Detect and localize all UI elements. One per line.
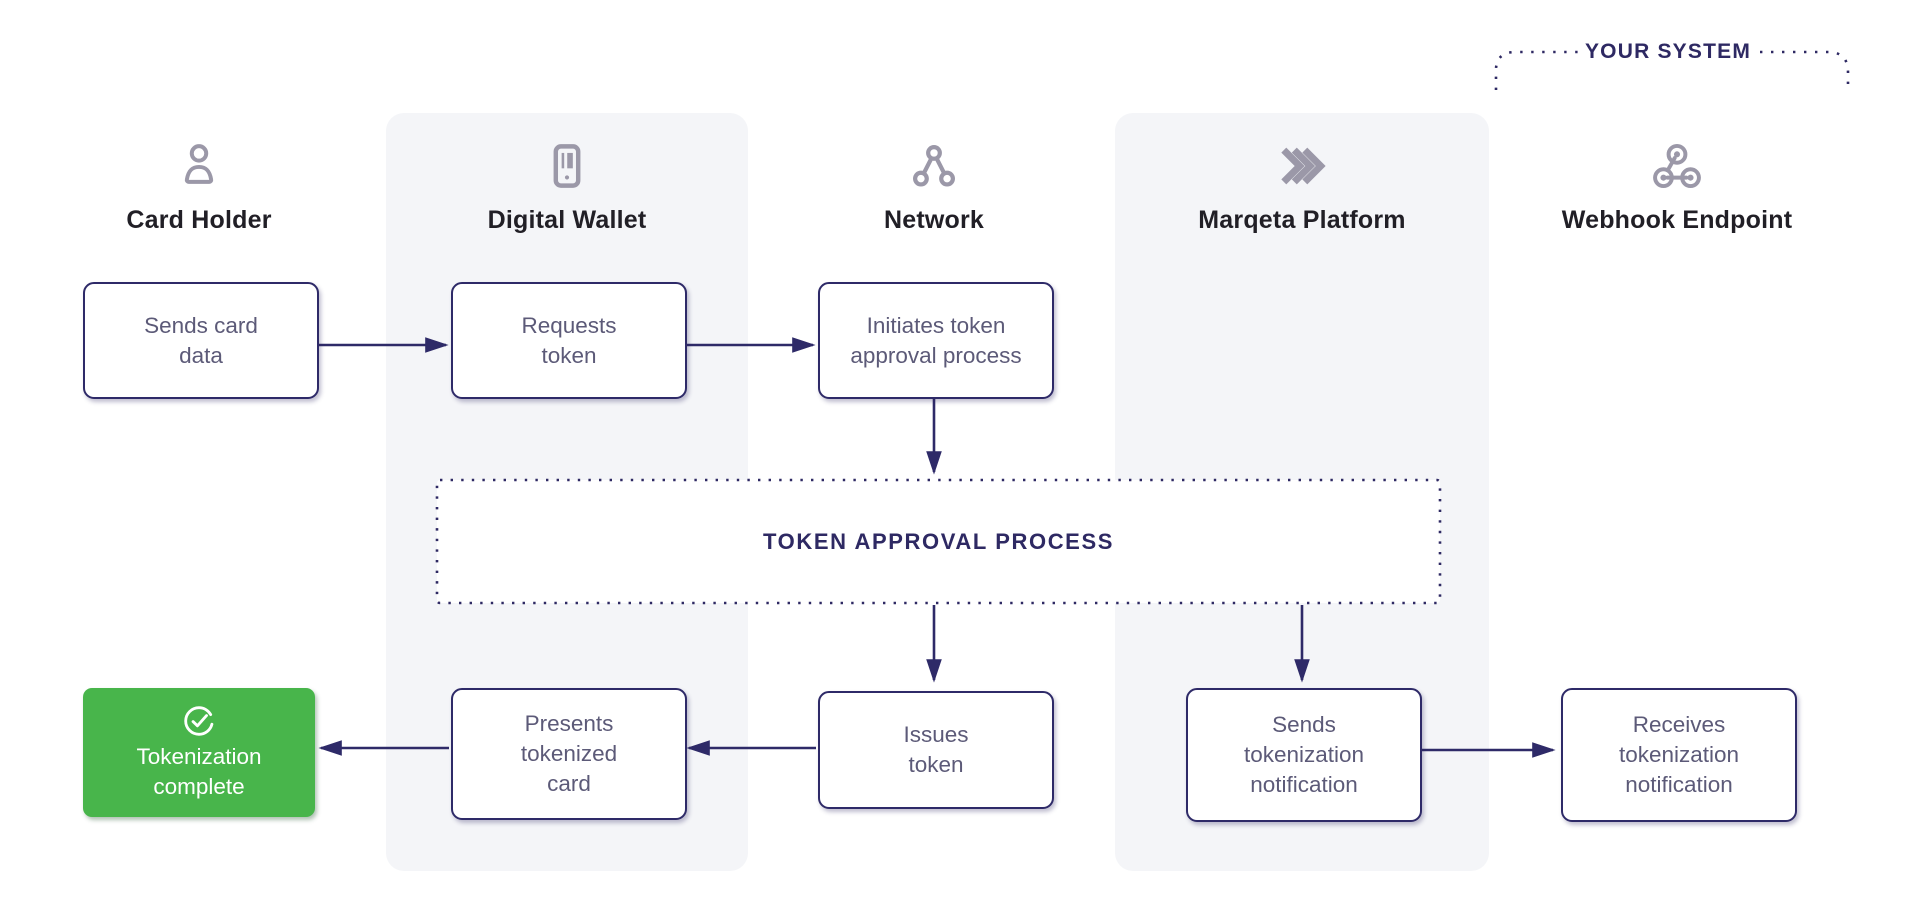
mobile-wallet-icon [553,144,581,188]
your-system-label: YOUR SYSTEM [1584,40,1752,63]
column-header-marqeta-platform: Marqeta Platform [1172,138,1432,235]
column-label: Webhook Endpoint [1561,206,1793,234]
check-circle-icon [184,706,214,736]
node-label: Sends tokenization notification [1243,712,1365,797]
node-presents-tokenized-card: Presents tokenized card [451,688,687,820]
column-header-webhook-endpoint: Webhook Endpoint [1547,138,1807,235]
your-system-bracket-right [1760,50,1850,92]
node-tokenization-complete: Tokenization complete [83,688,315,817]
column-header-card-holder: Card Holder [69,138,329,235]
marqeta-chevrons-icon [1281,147,1326,185]
node-label: Requests token [521,312,617,368]
token-approval-process-label: TOKEN APPROVAL PROCESS [763,528,1114,554]
webhook-icon [1653,143,1701,189]
node-label: Presents tokenized card [520,711,618,796]
column-label: Card Holder [126,206,272,234]
node-label: Tokenization complete [136,743,262,799]
column-label: Network [883,206,985,234]
column-label: Digital Wallet [487,206,647,234]
column-label: Marqeta Platform [1198,206,1406,234]
node-sends-card-data: Sends card data [83,282,319,399]
node-label: Issues token [903,722,969,777]
node-initiates-token-approval: Initiates token approval process [818,282,1054,399]
column-header-digital-wallet: Digital Wallet [437,138,697,235]
column-header-network: Network [804,138,1064,235]
node-label: Initiates token approval process [850,312,1022,368]
node-issues-token: Issues token [818,691,1054,809]
person-icon [184,144,214,184]
node-label: Sends card data [144,312,258,368]
node-receives-tokenization-notification: Receives tokenization notification [1561,688,1797,822]
node-label: Receives tokenization notification [1618,712,1740,797]
network-nodes-icon [913,145,956,187]
node-sends-tokenization-notification: Sends tokenization notification [1186,688,1422,822]
node-requests-token: Requests token [451,282,687,399]
